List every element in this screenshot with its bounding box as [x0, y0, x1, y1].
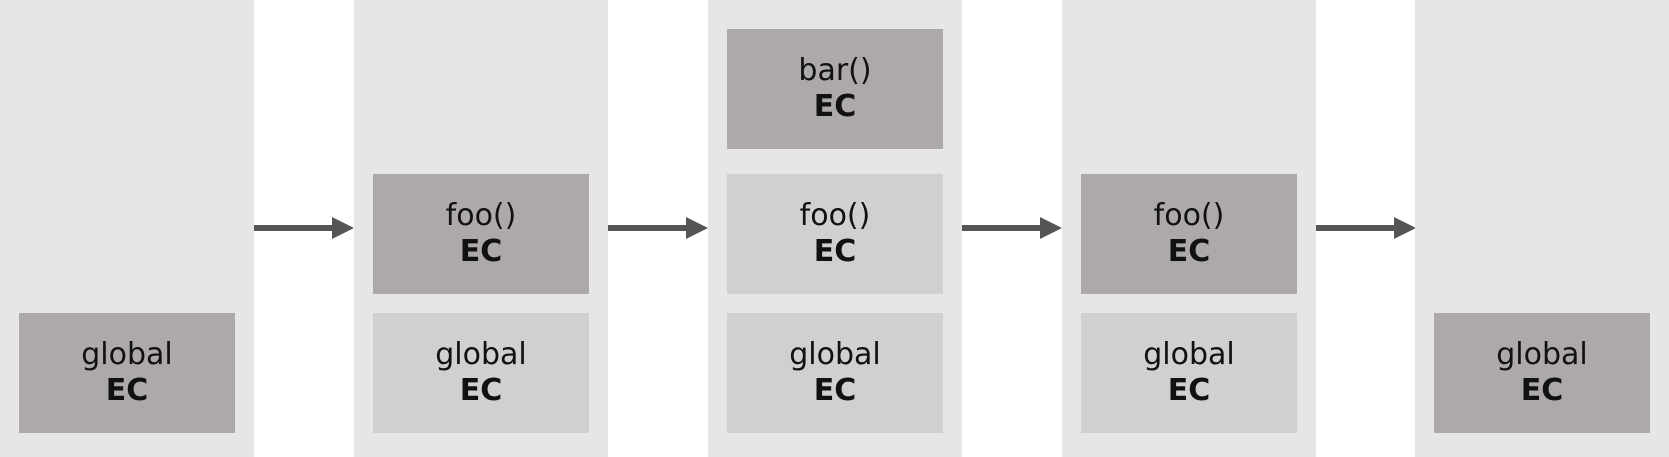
frame-name: foo() [1153, 198, 1225, 233]
frame-ec-label: EC [1520, 373, 1564, 408]
transition-arrow-icon [962, 217, 1062, 239]
frame-ec-label: EC [813, 373, 857, 408]
execution-context-frame: global EC [1434, 313, 1650, 433]
frame-ec-label: EC [459, 234, 503, 269]
execution-context-frame: global EC [19, 313, 235, 433]
execution-context-frame: bar() EC [727, 29, 943, 149]
frame-ec-label: EC [1167, 234, 1211, 269]
transition-arrow-icon [608, 217, 708, 239]
frame-name: global [789, 337, 881, 372]
execution-context-frame: foo() EC [1081, 174, 1297, 294]
transition-arrow-icon [254, 217, 354, 239]
frame-name: foo() [799, 198, 871, 233]
execution-context-frame: foo() EC [727, 174, 943, 294]
execution-context-frame: global EC [373, 313, 589, 433]
execution-context-frame: foo() EC [373, 174, 589, 294]
frame-name: global [81, 337, 173, 372]
transition-arrow-icon [1316, 217, 1416, 239]
frame-name: global [1143, 337, 1235, 372]
call-stack-3: bar() EC foo() EC global EC [708, 0, 962, 457]
call-stack-4: foo() EC global EC [1062, 0, 1316, 457]
frame-ec-label: EC [1167, 373, 1211, 408]
frame-ec-label: EC [813, 89, 857, 124]
execution-context-frame: global EC [727, 313, 943, 433]
frame-name: bar() [798, 53, 872, 88]
frame-name: foo() [445, 198, 517, 233]
call-stack-2: foo() EC global EC [354, 0, 608, 457]
call-stack-1: global EC [0, 0, 254, 457]
frame-name: global [435, 337, 527, 372]
frame-ec-label: EC [459, 373, 503, 408]
call-stack-5: global EC [1415, 0, 1669, 457]
execution-context-frame: global EC [1081, 313, 1297, 433]
frame-name: global [1496, 337, 1588, 372]
frame-ec-label: EC [105, 373, 149, 408]
frame-ec-label: EC [813, 234, 857, 269]
